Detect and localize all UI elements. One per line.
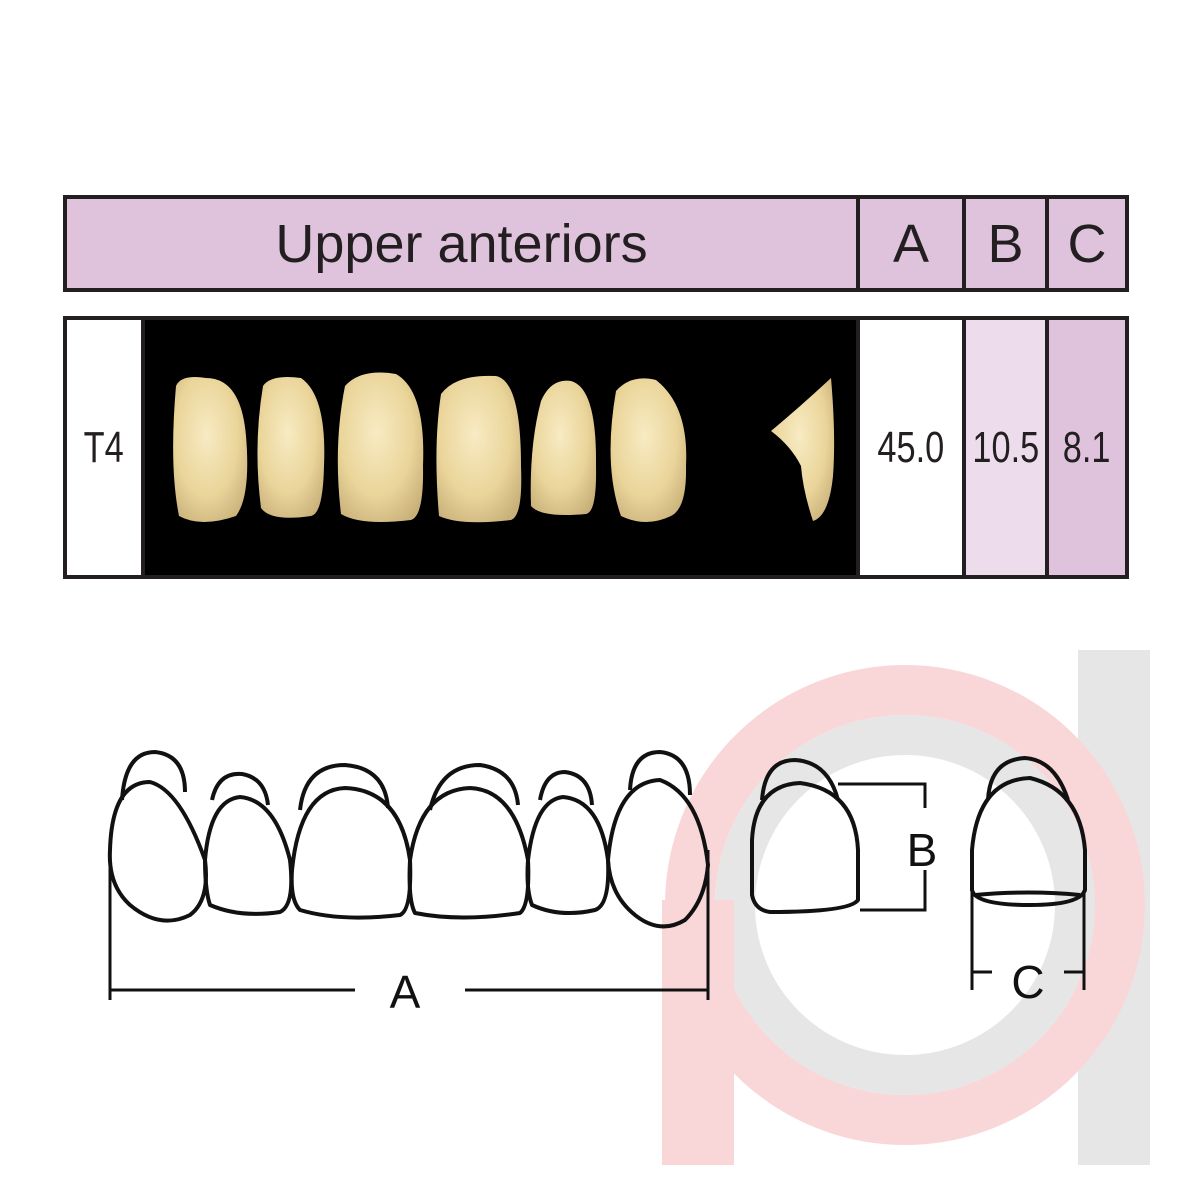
- teeth-photo: [141, 316, 860, 579]
- header-col-a-text: A: [892, 213, 930, 274]
- header-title-text: Upper anteriors: [275, 213, 648, 274]
- header-col-a: A: [856, 195, 966, 292]
- teeth-image: [173, 372, 835, 523]
- value-c-cell: 8.1: [1045, 316, 1129, 579]
- value-b: 10.5: [972, 422, 1039, 472]
- header-col-c: C: [1045, 195, 1129, 292]
- tooth-2: [257, 377, 325, 518]
- header-col-c-text: C: [1067, 213, 1107, 274]
- label-a: A: [390, 966, 421, 1018]
- tooth-3: [337, 372, 424, 522]
- header-title: Upper anteriors: [63, 195, 860, 292]
- mould-text: T4: [83, 422, 125, 472]
- value-c: 8.1: [1063, 422, 1111, 472]
- tooth-4: [436, 375, 522, 523]
- header-col-b-text: B: [987, 213, 1024, 274]
- label-c: C: [1011, 956, 1044, 1008]
- value-a: 45.0: [877, 422, 945, 472]
- tooth-1: [173, 377, 248, 522]
- header-col-b: B: [962, 195, 1049, 292]
- value-b-cell: 10.5: [962, 316, 1049, 579]
- tooth-6: [610, 378, 687, 522]
- tooth-side: [771, 378, 835, 521]
- label-b: B: [907, 824, 938, 876]
- mould-cell: T4: [63, 316, 145, 579]
- tooth-5: [530, 380, 597, 515]
